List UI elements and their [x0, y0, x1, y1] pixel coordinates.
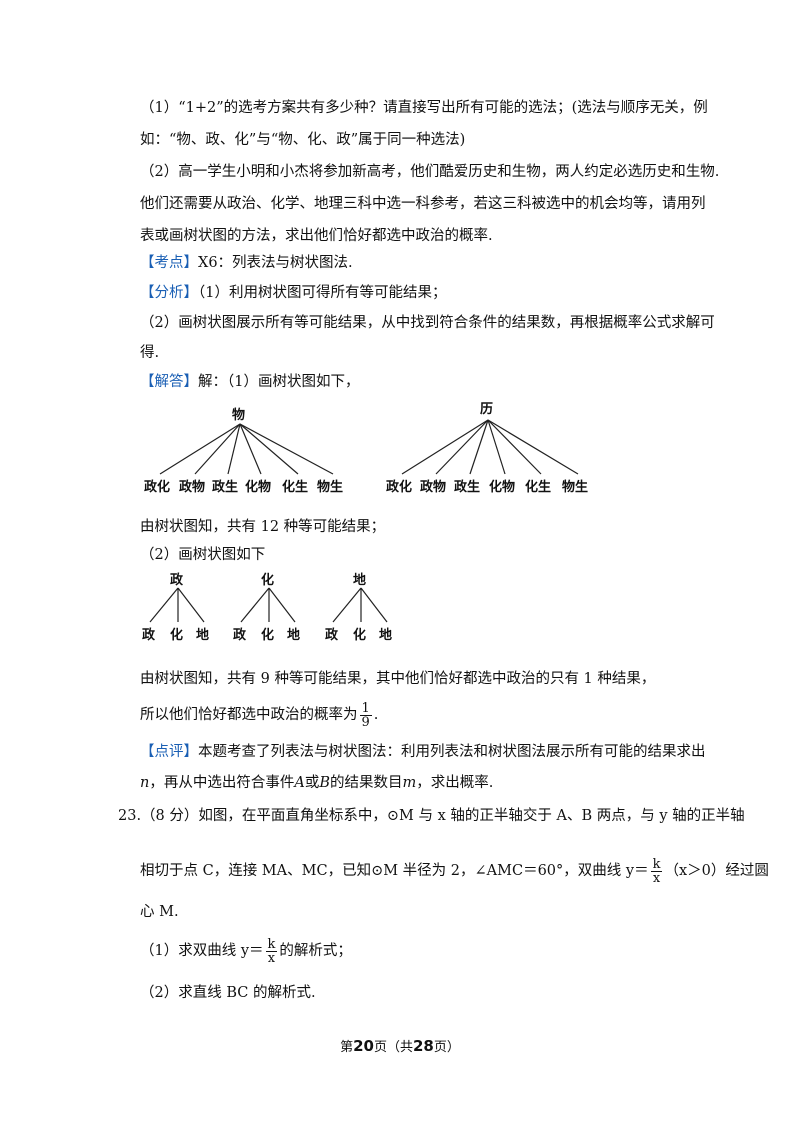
tree2-leaf: 化 [261, 628, 275, 643]
tree1-left-leaf: 化生 [282, 480, 309, 495]
dianping-text2d: 或 [304, 775, 320, 791]
q23-sub2: （2）求直线 BC 的解析式. [140, 985, 316, 1001]
dianping-tag: 【点评】 [140, 744, 198, 760]
fraction-denominator: x [267, 950, 276, 966]
fenxi-text1: （1）利用树状图可得所有等可能结果； [198, 285, 447, 301]
fenxi-line1: 【分析】（1）利用树状图可得所有等可能结果； [140, 283, 446, 303]
q23-line2: 相切于点 C，连接 MA、MC，已知⊙M 半径为 2，∠AMC＝60°，双曲线 … [140, 856, 769, 886]
kaodian-tag: 【考点】 [140, 255, 198, 271]
dianping-text2b: ，再从中选出符合事件 [149, 775, 295, 791]
fenxi-tag: 【分析】 [140, 285, 198, 301]
tree2-leaf: 地 [379, 628, 393, 643]
tree1-left-leaf: 化物 [245, 480, 272, 495]
fenxi-line2: （2）画树状图展示所有等可能结果，从中找到符合条件的结果数，再根据概率公式求解可 [140, 315, 715, 331]
q22-part2-line2: 他们还需要从政治、化学、地理三科中选一科参考，若这三科被选中的机会均等，请用列 [140, 196, 706, 212]
q22-part1-line1: （1）“1+2”的选考方案共有多少种？请直接写出所有可能的选法；(选法与顺序无关… [140, 100, 708, 116]
tree1-left-leaf: 物生 [317, 480, 344, 495]
jieda-part2-intro: （2）画树状图如下 [140, 547, 266, 563]
q23-line3: 心 M. [140, 904, 179, 920]
tree1-right-leaf: 政生 [454, 480, 481, 495]
fenxi-line3: 得. [140, 345, 160, 361]
tree1-right-leaf: 化生 [525, 480, 552, 495]
jieda-result2: 由树状图知，共有 9 种等可能结果，其中他们恰好都选中政治的只有 1 种结果， [140, 671, 656, 687]
footer-post: 页） [433, 1040, 460, 1055]
jieda-result1: 由树状图知，共有 12 种等可能结果； [140, 519, 386, 535]
kaodian-line: 【考点】X6：列表法与树状图法. [140, 253, 353, 273]
q23-text2a: 相切于点 C，连接 MA、MC，已知⊙M 半径为 2，∠AMC＝60°，双曲线 … [140, 863, 649, 879]
tree1-right-leaf: 物生 [562, 480, 589, 495]
probability-text: 所以他们恰好都选中政治的概率为 [140, 707, 358, 723]
dianping-text2h: ，求出概率. [416, 775, 494, 791]
page-total: 28 [413, 1037, 434, 1055]
tree1-right-leaf: 化物 [489, 480, 516, 495]
tree1-left-leaf: 政物 [179, 480, 206, 495]
var-m: m [402, 775, 417, 791]
q22-part2-line1: （2）高一学生小明和小杰将参加新高考，他们酷爱历史和生物，两人约定必选历史和生物… [140, 164, 720, 180]
page-number: 20 [353, 1037, 374, 1055]
tree2-leaf: 政 [233, 628, 247, 643]
fraction-numerator: k [265, 936, 278, 952]
dianping-line2: n，再从中选出符合事件A或B的结果数目m，求出概率. [140, 773, 493, 793]
var-n: n [140, 775, 150, 791]
tree2-leaf: 地 [196, 628, 210, 643]
tree2-leaf: 政 [325, 628, 339, 643]
tree1-left-root: 物 [232, 408, 246, 423]
tree2-leaf: 化 [353, 628, 367, 643]
kaodian-text: X6：列表法与树状图法. [198, 255, 353, 271]
tree2-root: 政 [170, 573, 184, 588]
dianping-line1: 【点评】本题考查了列表法与树状图法：利用列表法和树状图法展示所有可能的结果求出 [140, 742, 706, 762]
tree1-right-root: 历 [480, 402, 494, 417]
tree2-root: 化 [261, 573, 275, 588]
tree2-leaf: 政 [142, 628, 156, 643]
fraction-denominator: 9 [361, 714, 370, 730]
page-footer: 第20页（共28页） [0, 1036, 800, 1055]
dianping-text2f: 的结果数目 [329, 775, 403, 791]
footer-pre: 第 [340, 1040, 354, 1055]
dianping-text1: 本题考查了列表法与树状图法：利用列表法和树状图法展示所有可能的结果求出 [198, 744, 706, 760]
q22-part2-line3: 表或画树状图的方法，求出他们恰好都选中政治的概率. [140, 228, 493, 244]
q22-part1-line2: 如：“物、政、化”与“物、化、政”属于同一种选法) [140, 132, 466, 148]
tree2-leaf: 化 [170, 628, 184, 643]
tree1-right-leaf: 政化 [386, 480, 413, 495]
fraction-numerator: 1 [359, 700, 372, 716]
fraction-denominator: x [652, 870, 661, 886]
probability-end: . [373, 707, 379, 723]
jieda-text1: 解：（1）画树状图如下， [198, 374, 360, 390]
var-a: A [294, 775, 305, 791]
jieda-line1: 【解答】解：（1）画树状图如下， [140, 372, 359, 392]
q23-line1: 23.（8 分）如图，在平面直角坐标系中，⊙M 与 x 轴的正半轴交于 A、B … [118, 808, 745, 824]
tree1-right-leaf: 政物 [420, 480, 447, 495]
tree1-left-leaf: 政生 [212, 480, 239, 495]
footer-mid: 页（共 [373, 1040, 413, 1055]
var-b: B [319, 775, 330, 791]
tree2-leaf: 地 [287, 628, 301, 643]
q23-sub1-text-a: （1）求双曲线 y＝ [140, 943, 264, 959]
q23-text2b: （x＞0）经过圆 [664, 863, 769, 879]
tree2-root: 地 [353, 573, 367, 588]
fraction-numerator: k [650, 856, 663, 872]
q23-sub1-text-b: 的解析式； [279, 943, 352, 959]
jieda-tag: 【解答】 [140, 374, 198, 390]
tree1-left-leaf: 政化 [144, 480, 171, 495]
